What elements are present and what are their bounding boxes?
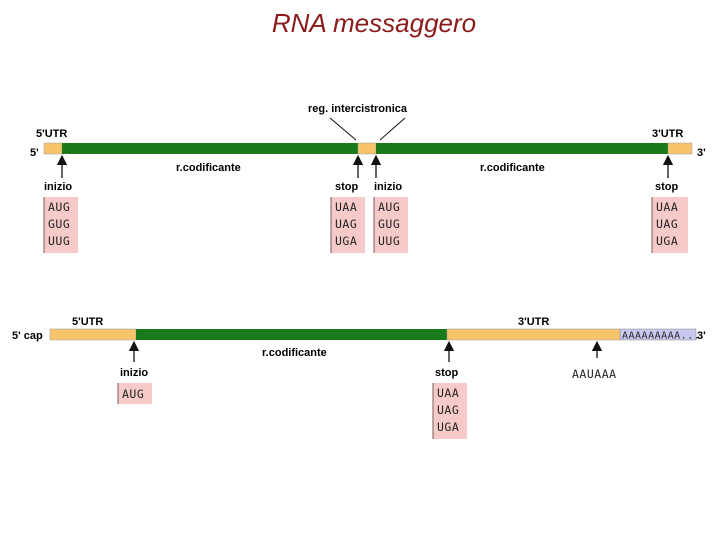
label-stop-2: stop	[655, 181, 679, 193]
codon: AUG	[122, 387, 144, 401]
label-5prime-1: 5'	[30, 147, 39, 159]
polya-tail	[619, 328, 697, 341]
coding-segment-2	[376, 143, 668, 154]
codon: UGA	[437, 420, 459, 434]
page-title: RNA messaggero	[271, 8, 477, 38]
codon: AUG	[48, 200, 70, 214]
intercistronic-segment	[357, 142, 377, 155]
utr3-segment-1	[667, 142, 693, 155]
label-3prime-2: 3'	[697, 330, 706, 342]
label-3prime-1: 3'	[697, 147, 706, 159]
codon-box-stop-3: UAA UAG UGA	[432, 383, 467, 439]
label-coding-3: r.codificante	[262, 347, 327, 359]
coding-segment-3	[136, 329, 447, 340]
label-intercistronic: reg. intercistronica	[308, 103, 408, 115]
codon: UAG	[335, 217, 357, 231]
polyadenylation-signal: AAUAAA	[572, 367, 617, 381]
codon-box-start-3: AUG	[117, 383, 152, 404]
label-start-3: inizio	[120, 367, 148, 379]
label-start-1: inizio	[44, 181, 72, 193]
label-stop-1: stop	[335, 181, 359, 193]
utr5-segment-1	[43, 142, 63, 155]
label-start-2: inizio	[374, 181, 402, 193]
codon: UUG	[378, 234, 400, 248]
utr3-segment-2	[446, 328, 621, 341]
utr5-segment-2	[49, 328, 137, 341]
coding-segment-1	[62, 143, 358, 154]
label-5utr-1: 5'UTR	[36, 128, 67, 140]
codon: UAG	[437, 403, 459, 417]
codon: AUG	[378, 200, 400, 214]
codon: UUG	[48, 234, 70, 248]
codon: GUG	[48, 217, 70, 231]
label-coding-1: r.codificante	[176, 162, 241, 174]
codon: UGA	[335, 234, 357, 248]
label-3utr-2: 3'UTR	[518, 316, 549, 328]
codon-box-stop-1: UAA UAG UGA	[330, 197, 365, 253]
codon: GUG	[378, 217, 400, 231]
codon: UAA	[437, 386, 459, 400]
codon: UGA	[656, 234, 678, 248]
label-5utr-2: 5'UTR	[72, 316, 103, 328]
codon-box-start-2: AUG GUG UUG	[373, 197, 408, 253]
intercistronic-pointer-left	[329, 117, 357, 141]
label-coding-2: r.codificante	[480, 162, 545, 174]
polya-label: AAAAAAAAA...	[622, 331, 700, 342]
intercistronic-pointer-right	[379, 117, 406, 141]
label-5cap: 5' cap	[12, 330, 43, 342]
codon-box-stop-2: UAA UAG UGA	[651, 197, 688, 253]
codon: UAA	[335, 200, 357, 214]
label-3utr-1: 3'UTR	[652, 128, 683, 140]
label-stop-3: stop	[435, 367, 459, 379]
codon: UAG	[656, 217, 678, 231]
codon: UAA	[656, 200, 678, 214]
codon-box-start-1: AUG GUG UUG	[43, 197, 78, 253]
